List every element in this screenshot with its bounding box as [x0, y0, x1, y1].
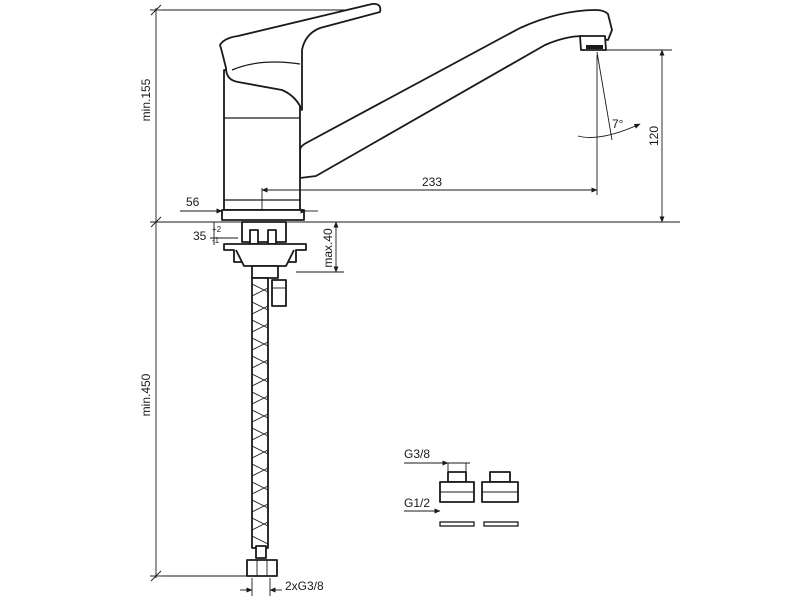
- dimension-height-left: min.155 min.450: [139, 4, 380, 582]
- dimension-56: 56: [180, 195, 318, 214]
- dim-min-450: min.450: [139, 373, 153, 416]
- dim-120: 120: [647, 126, 661, 146]
- dim-35-tol-plus: +2: [212, 225, 222, 234]
- dimension-max-40: max.40: [296, 221, 344, 273]
- dim-g12: G1/2: [404, 496, 430, 510]
- dim-g38: G3/8: [404, 447, 430, 461]
- faucet-body: [219, 3, 613, 221]
- adapter-detail: G3/8 G1/2: [404, 447, 519, 527]
- dim-56: 56: [186, 195, 200, 209]
- dim-angle-7: 7°: [612, 117, 624, 131]
- dim-connector: 2xG3/8: [285, 579, 324, 593]
- dimension-120: 120: [605, 49, 672, 223]
- dimension-233: 233: [261, 55, 598, 210]
- dim-35-tol-minus: -1: [212, 236, 220, 245]
- dim-max-40: max.40: [321, 228, 335, 268]
- dim-35: 35: [193, 229, 207, 243]
- dimension-connector: 2xG3/8: [240, 578, 324, 596]
- flexible-hose: [246, 277, 278, 577]
- dimension-35: 35 +2 -1: [193, 222, 238, 245]
- dimension-angle-7: 7°: [577, 51, 641, 141]
- dim-min-155: min.155: [139, 78, 153, 121]
- mounting-assembly: [223, 221, 307, 307]
- dim-233: 233: [422, 175, 442, 189]
